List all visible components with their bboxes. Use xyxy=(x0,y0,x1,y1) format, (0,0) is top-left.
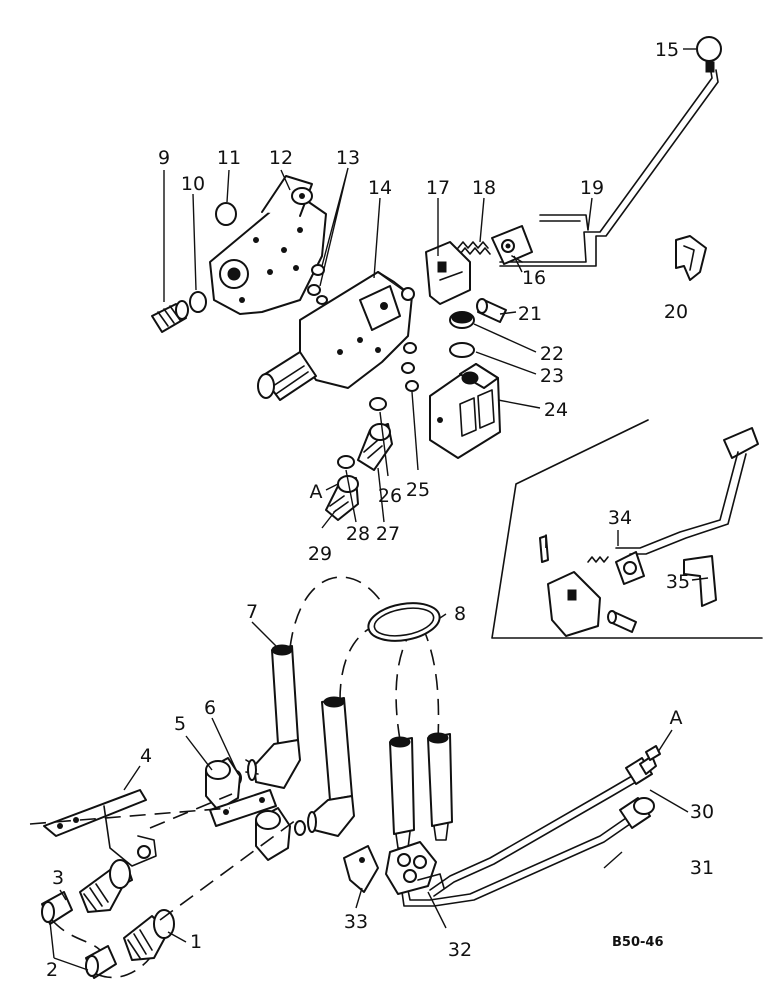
plug-22 xyxy=(449,311,475,329)
valve-body-14 xyxy=(257,271,415,401)
label-2: 2 xyxy=(46,959,58,981)
label-30: 30 xyxy=(690,801,714,823)
lever-guide-20 xyxy=(675,235,707,281)
elbow-29 xyxy=(325,475,359,521)
coupler-3 xyxy=(79,859,133,913)
label-32: 32 xyxy=(448,939,472,961)
alignment-line-1 xyxy=(159,819,297,921)
control-lever-19 xyxy=(499,61,719,267)
leader-lines xyxy=(49,48,709,971)
bracket-17 xyxy=(425,241,471,305)
label-20: 20 xyxy=(664,301,688,323)
label-28: 28 xyxy=(346,523,370,545)
coupler-1 xyxy=(123,909,175,961)
o-ring-10 xyxy=(189,291,207,313)
label-ref-a-bottom: A xyxy=(670,707,683,729)
label-11: 11 xyxy=(217,147,241,169)
label-14: 14 xyxy=(368,177,392,199)
label-22: 22 xyxy=(540,343,564,365)
label-13: 13 xyxy=(336,147,360,169)
inset-guide-35 xyxy=(683,555,717,607)
inset-frame xyxy=(491,419,763,639)
line-30 xyxy=(429,745,661,897)
pin-21 xyxy=(476,298,507,323)
label-3: 3 xyxy=(52,867,64,889)
label-31: 31 xyxy=(690,857,714,879)
label-6: 6 xyxy=(204,697,216,719)
bracket-4 xyxy=(43,789,157,867)
hose-route-a xyxy=(395,619,421,741)
o-rings-25 xyxy=(401,342,419,392)
label-23: 23 xyxy=(540,365,564,387)
caps-2 xyxy=(41,891,117,979)
label-4: 4 xyxy=(140,745,152,767)
end-cap-24 xyxy=(429,363,501,459)
inset-split-pin xyxy=(539,535,549,563)
label-18: 18 xyxy=(472,177,496,199)
housing-12 xyxy=(209,175,327,315)
hose-7 xyxy=(245,644,301,789)
inset-bracket xyxy=(547,571,601,637)
label-27: 27 xyxy=(376,523,400,545)
pivot-16 xyxy=(491,225,533,265)
label-12: 12 xyxy=(269,147,293,169)
fitting-9 xyxy=(151,300,189,333)
knob-15 xyxy=(696,36,722,62)
label-5: 5 xyxy=(174,713,186,735)
hose-7b xyxy=(307,696,355,837)
label-24: 24 xyxy=(544,399,568,421)
callout-labels: 15 9 10 11 12 13 14 17 18 19 16 20 21 22… xyxy=(46,39,714,981)
o-ring-11 xyxy=(215,202,237,226)
label-10: 10 xyxy=(181,173,205,195)
drawing-code: B50-46 xyxy=(612,935,664,950)
hose-route-b xyxy=(423,629,440,741)
manifold-32 xyxy=(385,841,445,895)
clip-33 xyxy=(343,845,379,893)
label-29: 29 xyxy=(308,543,332,565)
inset-pivot xyxy=(587,551,645,585)
label-35: 35 xyxy=(666,571,690,593)
label-19: 19 xyxy=(580,177,604,199)
alignment-line-4 xyxy=(29,807,231,825)
label-9: 9 xyxy=(158,147,170,169)
hose-clamp-8 xyxy=(367,602,441,642)
label-25: 25 xyxy=(406,479,430,501)
label-ref-a-top: A xyxy=(310,481,323,503)
chain-2 xyxy=(51,919,151,979)
label-8: 8 xyxy=(454,603,466,625)
label-15: 15 xyxy=(655,39,679,61)
label-21: 21 xyxy=(518,303,542,325)
o-ring-26 xyxy=(369,397,387,411)
label-26: 26 xyxy=(378,485,402,507)
label-ref-i: I xyxy=(543,531,549,553)
inset-lever-34 xyxy=(615,427,759,555)
coupler-5 xyxy=(205,757,291,861)
label-17: 17 xyxy=(426,177,450,199)
hose-route-7 xyxy=(289,576,381,649)
label-33: 33 xyxy=(344,911,368,933)
hose-end-right xyxy=(427,732,453,841)
o-ring-23 xyxy=(449,342,475,358)
o-ring-28 xyxy=(337,455,355,469)
spring-18 xyxy=(457,241,491,255)
line-31 xyxy=(401,797,655,907)
label-7: 7 xyxy=(246,601,258,623)
label-34: 34 xyxy=(608,507,632,529)
hose-end-left xyxy=(389,736,415,849)
label-1: 1 xyxy=(190,931,202,953)
label-16: 16 xyxy=(522,267,546,289)
alignment-line-5 xyxy=(149,793,233,829)
inset-pin xyxy=(607,610,637,633)
